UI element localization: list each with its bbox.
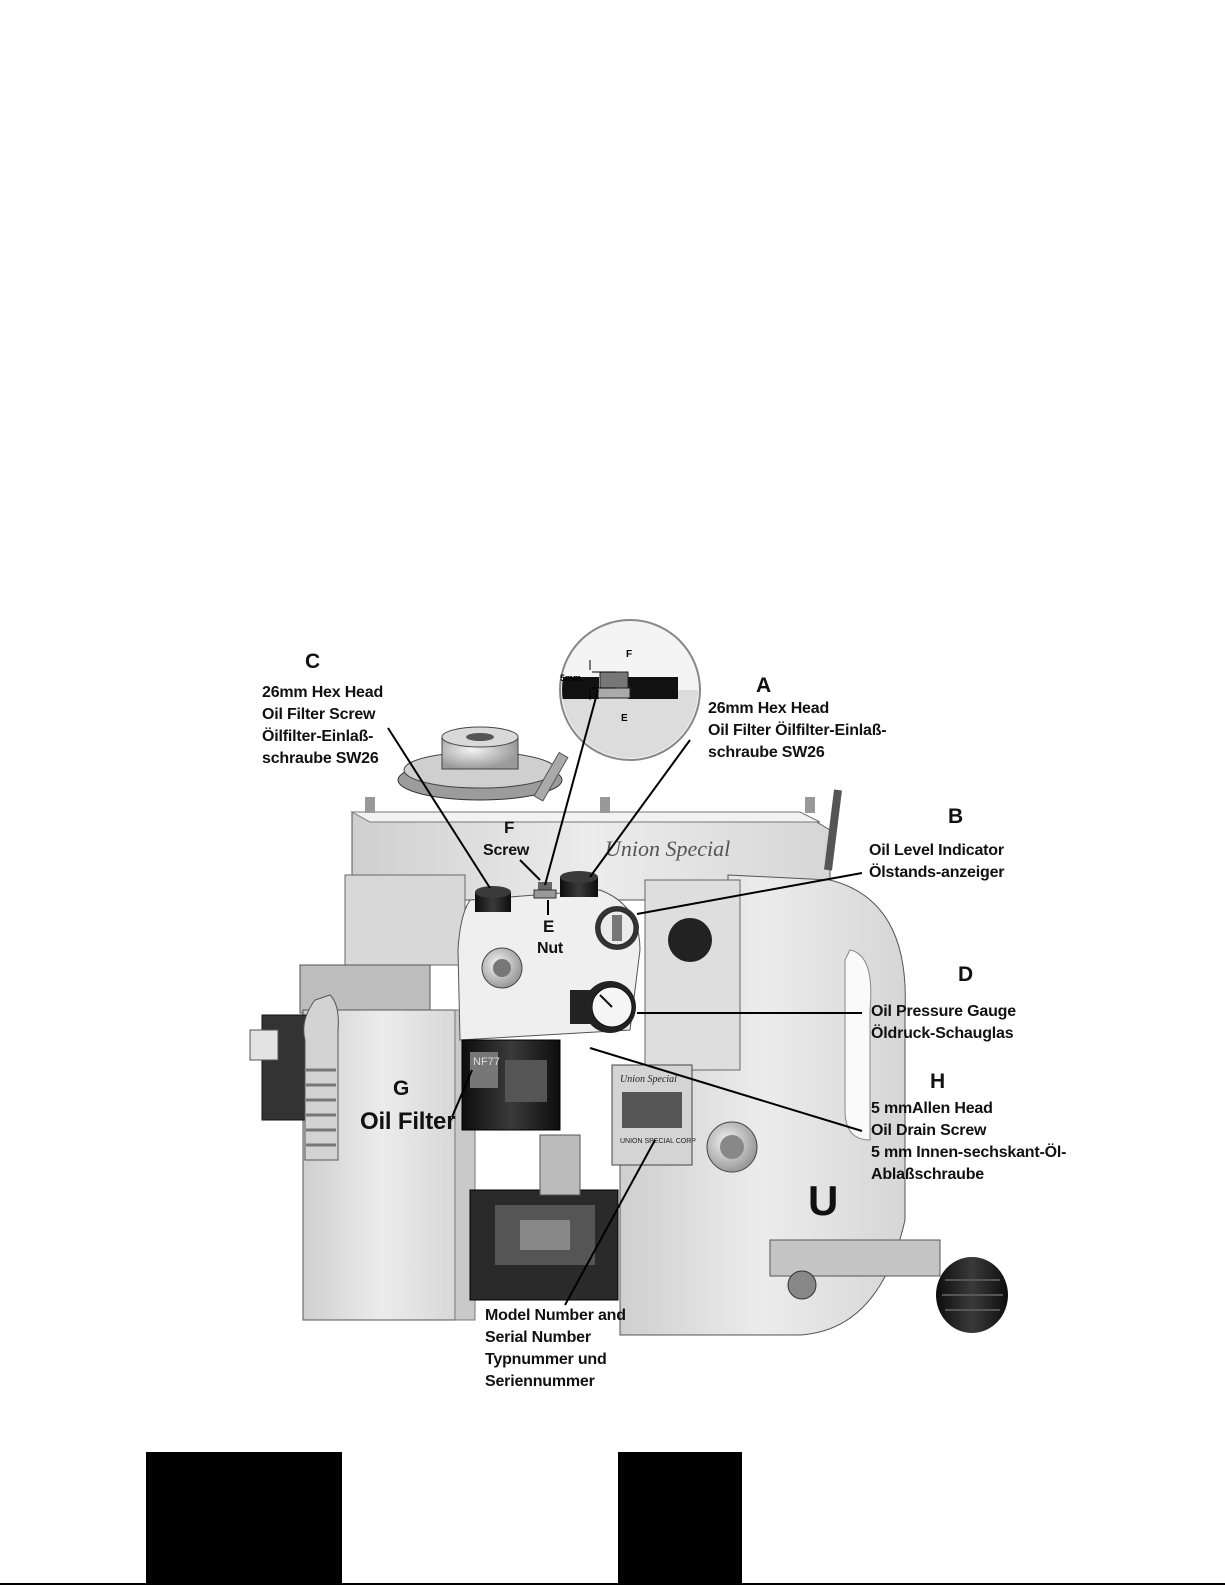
callout-c-line-1: 26mm Hex Head xyxy=(262,684,384,701)
oil-pressure-gauge xyxy=(570,981,636,1033)
callout-a-letter: A xyxy=(756,674,772,697)
callout-a-line-1: 26mm Hex Head xyxy=(708,700,830,717)
bottom-rule xyxy=(0,1583,1225,1585)
callout-b-line-2: Ölstands-anzeiger xyxy=(869,864,1005,881)
inset-label-e: E xyxy=(621,713,628,724)
callout-model-text: Model Number and Serial Number Typnummer… xyxy=(485,1305,626,1393)
machine-arm xyxy=(619,874,906,1336)
callout-f-line-1: Screw xyxy=(483,842,530,859)
callout-g-letter: G xyxy=(393,1077,410,1100)
model-serial-plate: Union Special UNION SPECIAL CORP xyxy=(611,1064,696,1166)
machine-upper-housing xyxy=(350,789,842,901)
callout-model-line-2: Serial Number xyxy=(485,1329,591,1346)
callout-h-line-1: 5 mmAllen Head xyxy=(871,1100,993,1117)
callout-h-line-2: Oil Drain Screw xyxy=(871,1122,987,1139)
callout-f-letter: F xyxy=(504,818,515,837)
presser-arm xyxy=(769,1239,1008,1333)
callout-e-line-1: Nut xyxy=(537,940,564,957)
filter-brand-text: NF77 xyxy=(473,1056,500,1068)
callout-c-text: 26mm Hex Head Oil Filter Screw Öilfilter… xyxy=(262,682,383,770)
hex-cap-a xyxy=(560,871,598,897)
plate-footer: UNION SPECIAL CORP xyxy=(620,1138,696,1145)
callout-model-line-1: Model Number and xyxy=(485,1307,626,1324)
callout-g-text: Oil Filter xyxy=(360,1108,456,1136)
callout-h-letter: H xyxy=(930,1070,946,1093)
plate-title: Union Special xyxy=(620,1074,677,1085)
callout-g-line-1: Oil Filter xyxy=(360,1108,456,1135)
hose-connector xyxy=(249,994,339,1161)
union-special-logo: Union Special xyxy=(605,836,730,861)
hex-cap-c xyxy=(475,886,511,912)
callout-d-letter: D xyxy=(958,963,974,986)
black-tab-left xyxy=(146,1452,342,1585)
screw-f-and-nut-e xyxy=(533,882,557,899)
oil-level-indicator xyxy=(595,906,639,950)
callout-c-letter: C xyxy=(305,650,321,673)
oil-filter-canister: NF77 xyxy=(461,1039,561,1131)
feed-assembly xyxy=(469,1134,619,1301)
callout-c-line-2: Oil Filter Screw xyxy=(262,706,376,723)
callout-b-letter: B xyxy=(948,805,964,828)
callout-d-line-1: Oil Pressure Gauge xyxy=(871,1003,1016,1020)
callout-b-line-1: Oil Level Indicator xyxy=(869,842,1004,859)
callout-e-letter: E xyxy=(543,917,555,936)
callout-a-text: 26mm Hex Head Oil Filter Öilfilter-Einla… xyxy=(708,698,887,764)
pulley xyxy=(397,726,569,802)
inset-measure: 5mm xyxy=(560,673,581,683)
handle-mark: U xyxy=(808,1177,838,1224)
callout-e-text: Nut xyxy=(537,938,563,960)
callout-c-line-3: Öilfilter-Einlaß- xyxy=(262,728,374,745)
callout-f-text: Screw xyxy=(483,840,529,862)
callout-model-line-4: Seriennummer xyxy=(485,1373,595,1390)
detail-inset: 5mm F E xyxy=(559,619,701,761)
inset-label-f: F xyxy=(626,649,632,660)
callout-d-text: Oil Pressure Gauge Öldruck-Schauglas xyxy=(871,1001,1016,1045)
black-tab-right xyxy=(618,1452,742,1585)
leader-lines xyxy=(387,689,863,1306)
callout-a-line-2: Oil Filter Öilfilter-Einlaß- xyxy=(708,722,887,739)
callout-h-line-3: 5 mm Innen-sechskant-Öl- xyxy=(871,1144,1067,1161)
callout-b-text: Oil Level Indicator Ölstands-anzeiger xyxy=(869,840,1005,884)
callout-a-line-3: schraube SW26 xyxy=(708,744,825,761)
callout-c-line-4: schraube SW26 xyxy=(262,750,379,767)
callout-h-line-4: Ablaßschraube xyxy=(871,1166,984,1183)
callout-model-line-3: Typnummer und xyxy=(485,1351,607,1368)
callout-h-text: 5 mmAllen Head Oil Drain Screw 5 mm Inne… xyxy=(871,1098,1066,1186)
callout-d-line-2: Öldruck-Schauglas xyxy=(871,1025,1014,1042)
